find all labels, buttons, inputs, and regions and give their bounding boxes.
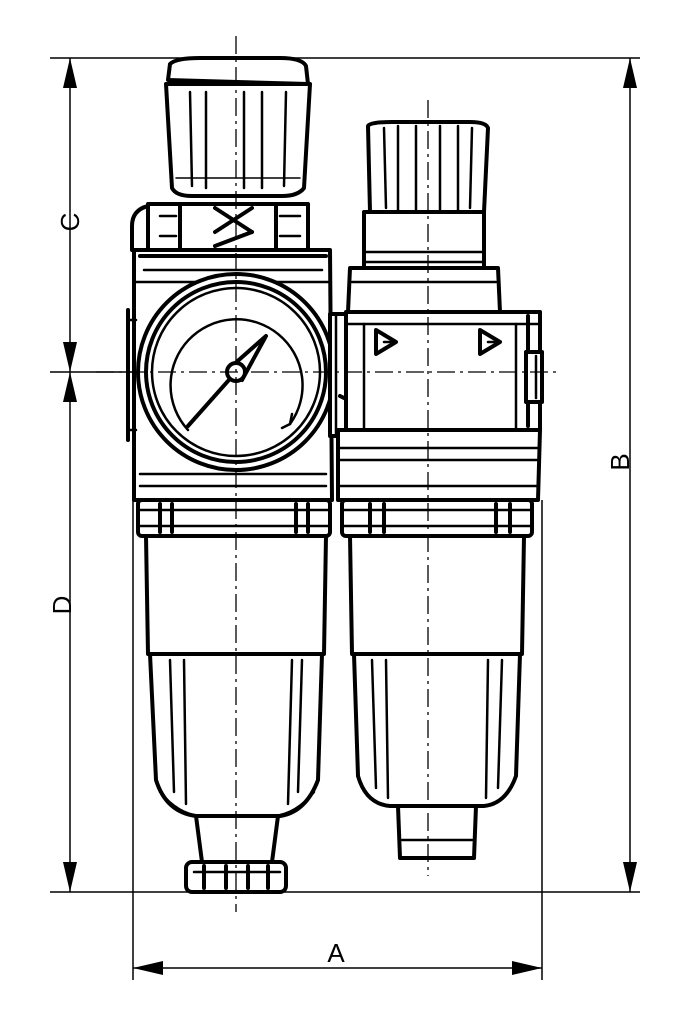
dimension-c: C — [55, 58, 85, 372]
dimension-b: B — [605, 58, 637, 892]
lubricator-bowl-ring — [340, 498, 534, 538]
lubricator-unit — [336, 120, 544, 860]
flow-arrow-icon — [478, 328, 502, 356]
regulator-knob — [164, 56, 312, 198]
filter-regulator-unit — [126, 56, 350, 894]
flow-direction-arrows — [374, 328, 502, 356]
lubricator-bowl — [348, 534, 526, 860]
bowl-ring — [136, 498, 332, 538]
dimension-label-d: D — [47, 596, 77, 615]
dimension-label-c: C — [55, 213, 85, 232]
dimension-a: A — [133, 938, 542, 975]
centre-lines — [96, 36, 560, 912]
lubricator-knob — [362, 120, 490, 270]
dimension-label-b: B — [605, 453, 635, 470]
extension-lines — [50, 57, 640, 980]
flow-arrow-icon — [374, 328, 398, 356]
dimension-d: D — [47, 372, 77, 892]
connection-block — [328, 312, 350, 438]
dimension-label-a: A — [327, 938, 345, 968]
drain-valve — [184, 814, 288, 894]
lock-nut — [130, 202, 310, 252]
lubricator-body — [336, 266, 544, 502]
